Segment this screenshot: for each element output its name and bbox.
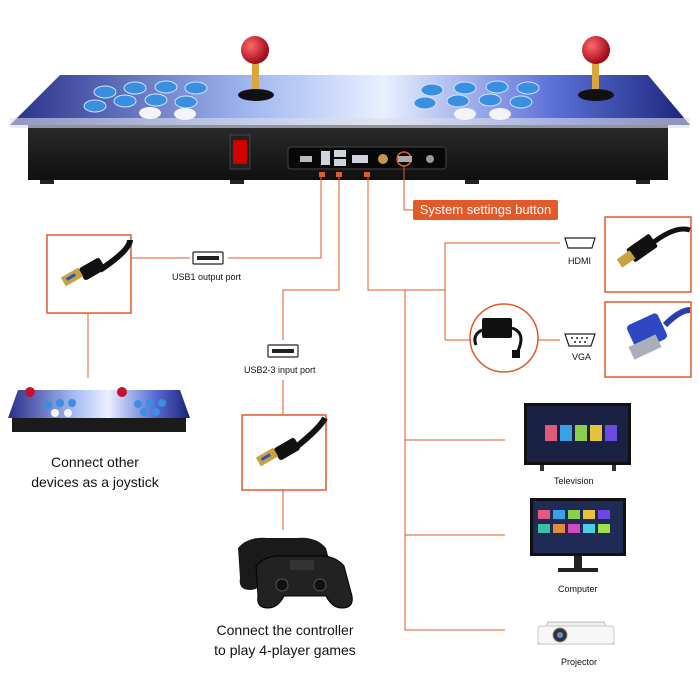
arcade-console (10, 36, 690, 184)
mini-console-icon (8, 387, 190, 432)
controller-caption-line1: Connect the controller (216, 622, 354, 638)
joystick-caption-line2: devices as a joystick (31, 474, 159, 490)
hdmi-cable-icon (616, 226, 691, 268)
television-label: Television (554, 476, 594, 486)
vga-port-icon (564, 333, 596, 347)
joystick-caption-line1: Connect other (51, 454, 139, 470)
controller-caption-line2: to play 4-player games (214, 642, 356, 658)
usb-cable-frame-1 (46, 234, 132, 314)
usb-cable-frame-2 (241, 414, 327, 491)
hdmi-port-icon (564, 237, 596, 249)
computer-icon (530, 498, 626, 572)
gamepad-icons (238, 537, 353, 609)
usb-cable-icon-1 (60, 239, 133, 287)
projector-label: Projector (561, 657, 598, 667)
vga-label: VGA (572, 352, 592, 362)
vga-cable-icon (626, 307, 691, 360)
usb1-label: USB1 output port (172, 272, 242, 282)
computer-label: Computer (558, 584, 598, 594)
joystick-ball-right (582, 36, 610, 64)
projector-icon (537, 621, 615, 645)
joystick-caption: Connect other devices as a joystick (20, 452, 170, 492)
television-icon (524, 403, 631, 471)
connector-lines (87, 166, 560, 631)
system-settings-callout: System settings button (413, 200, 558, 220)
usb23-label: USB2-3 input port (244, 365, 316, 375)
hdmi-label: HDMI (568, 256, 591, 266)
adapter-icon (473, 318, 523, 358)
joystick-ball-left (241, 36, 269, 64)
usb-cable-icon-2 (255, 416, 328, 467)
controller-caption: Connect the controller to play 4-player … (195, 620, 375, 660)
